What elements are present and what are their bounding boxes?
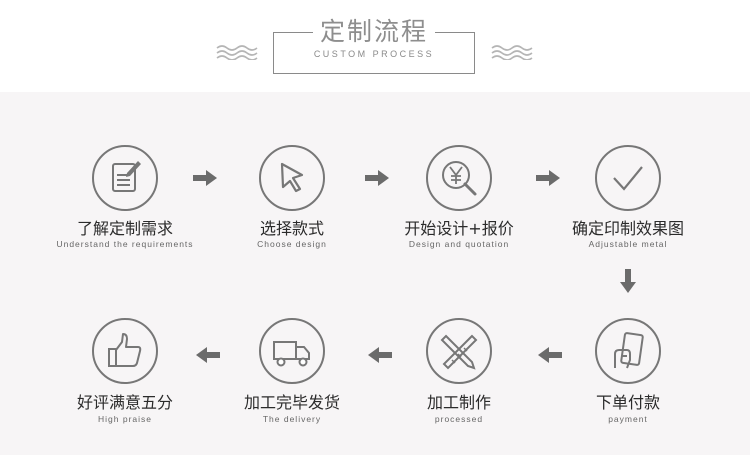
yen-magnifier-icon <box>442 161 477 196</box>
title-frame <box>273 32 475 74</box>
header <box>0 0 750 92</box>
step-6-sub: processed <box>434 414 484 424</box>
step-7-label: 加工完毕发货 <box>243 393 340 412</box>
step-7-circle <box>259 318 325 384</box>
arrow-down-icon <box>620 269 636 293</box>
step-8-label: 好评满意五分 <box>76 393 173 412</box>
step-1-sub: Understand the requirements <box>56 239 194 249</box>
step-5-label: 下单付款 <box>595 393 660 412</box>
step-1-circle <box>92 145 158 211</box>
step-3-label: 开始设计+报价 <box>404 219 514 238</box>
truck-icon <box>273 341 310 367</box>
step-4-label: 确定印制效果图 <box>571 219 684 238</box>
thumbs-up-icon <box>108 333 142 367</box>
step-3-circle <box>426 145 492 211</box>
wave-decoration-right <box>491 45 533 60</box>
step-2-label: 选择款式 <box>259 219 324 238</box>
step-2-sub: Choose design <box>257 239 327 249</box>
arrow-left-icon <box>368 347 392 363</box>
arrow-left-icon <box>196 347 220 363</box>
step-5-circle <box>595 318 661 384</box>
arrow-left-icon <box>538 347 562 363</box>
arrow-right-icon <box>536 170 560 186</box>
arrow-right-icon <box>193 170 217 186</box>
wave-decoration-left <box>216 45 258 60</box>
page-title: 定制流程 <box>319 17 428 46</box>
title-frame-top-right <box>435 32 475 33</box>
step-4-sub: Adjustable metal <box>588 239 668 249</box>
pencil-ruler-icon <box>440 334 478 370</box>
checkmark-icon <box>613 166 643 191</box>
step-5-sub: payment <box>608 414 648 424</box>
step-8-sub: High praise <box>98 414 152 424</box>
step-6-label: 加工制作 <box>426 393 491 412</box>
card-hand-icon <box>614 332 644 369</box>
step-1-label: 了解定制需求 <box>76 219 173 238</box>
step-3-sub: Design and quotation <box>408 239 510 249</box>
arrow-right-icon <box>365 170 389 186</box>
document-pen-icon <box>112 161 141 192</box>
cursor-icon <box>280 162 304 193</box>
page-subtitle: CUSTOM PROCESS <box>313 49 435 59</box>
step-8-circle <box>92 318 158 384</box>
title-frame-top-left <box>273 32 313 33</box>
step-4-circle <box>595 145 661 211</box>
step-7-sub: The delivery <box>262 414 322 424</box>
step-6-circle <box>426 318 492 384</box>
step-2-circle <box>259 145 325 211</box>
